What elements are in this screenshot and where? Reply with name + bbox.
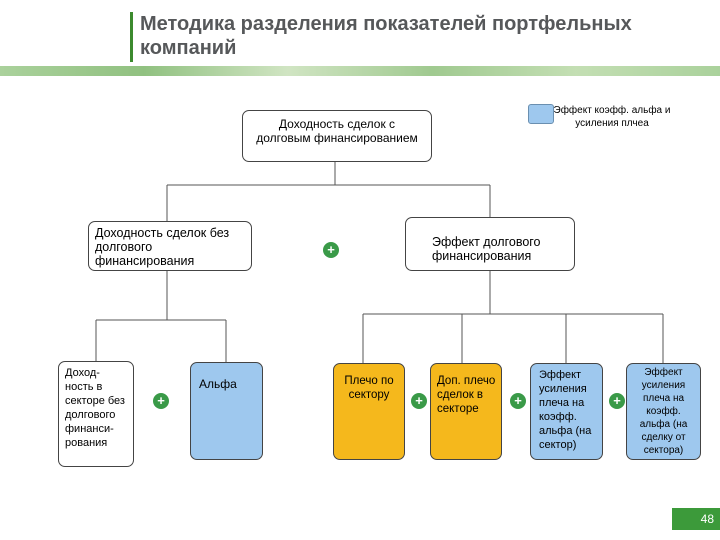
node-lev-effect-sector: Эффект усиления плеча на коэфф. альфа (н…: [530, 363, 603, 460]
node-leverage-sector: Плечо по сектору: [333, 363, 405, 460]
node-leverage-sector-label: Плечо по сектору: [344, 375, 394, 401]
node-right-label: Эффект долгового финансирования: [432, 235, 541, 263]
node-extra-leverage: Доп. плечо сделок в секторе: [430, 363, 502, 460]
node-right: Эффект долгового финансирования: [405, 217, 575, 271]
legend-label: Эффект коэфф. альфа и усиления плчеа: [553, 105, 671, 129]
node-left: Доходность сделок без долгового финансир…: [88, 221, 252, 271]
plus-icon: +: [153, 393, 169, 409]
node-alpha: Альфа: [190, 362, 263, 460]
node-root: Доходность сделок с долговым финансирова…: [242, 110, 432, 162]
plus-icon: +: [510, 393, 526, 409]
node-lev-effect-sector-label: Эффект усиления плеча на коэфф. альфа (н…: [539, 369, 592, 451]
page-number: 48: [672, 508, 720, 530]
node-root-label: Доходность сделок с долговым финансирова…: [256, 117, 418, 145]
page-title: Методика разделения показателей портфель…: [140, 13, 632, 59]
node-lev-effect-deal-label: Эффект усиления плеча на коэфф. альфа (н…: [639, 367, 688, 456]
node-left-label: Доходность сделок без долгового финансир…: [95, 226, 230, 268]
node-sector-return-label: Доход-ность в секторе без долгового фина…: [65, 367, 125, 449]
plus-icon: +: [323, 242, 339, 258]
legend-swatch: [528, 104, 554, 124]
title-accent-bar: [130, 12, 133, 62]
plus-icon: +: [411, 393, 427, 409]
node-alpha-label: Альфа: [199, 377, 237, 391]
node-lev-effect-deal: Эффект усиления плеча на коэфф. альфа (н…: [626, 363, 701, 460]
plus-icon: +: [609, 393, 625, 409]
node-sector-return: Доход-ность в секторе без долгового фина…: [58, 361, 134, 467]
node-extra-leverage-label: Доп. плечо сделок в секторе: [437, 375, 496, 415]
decorative-green-band: [0, 66, 720, 76]
